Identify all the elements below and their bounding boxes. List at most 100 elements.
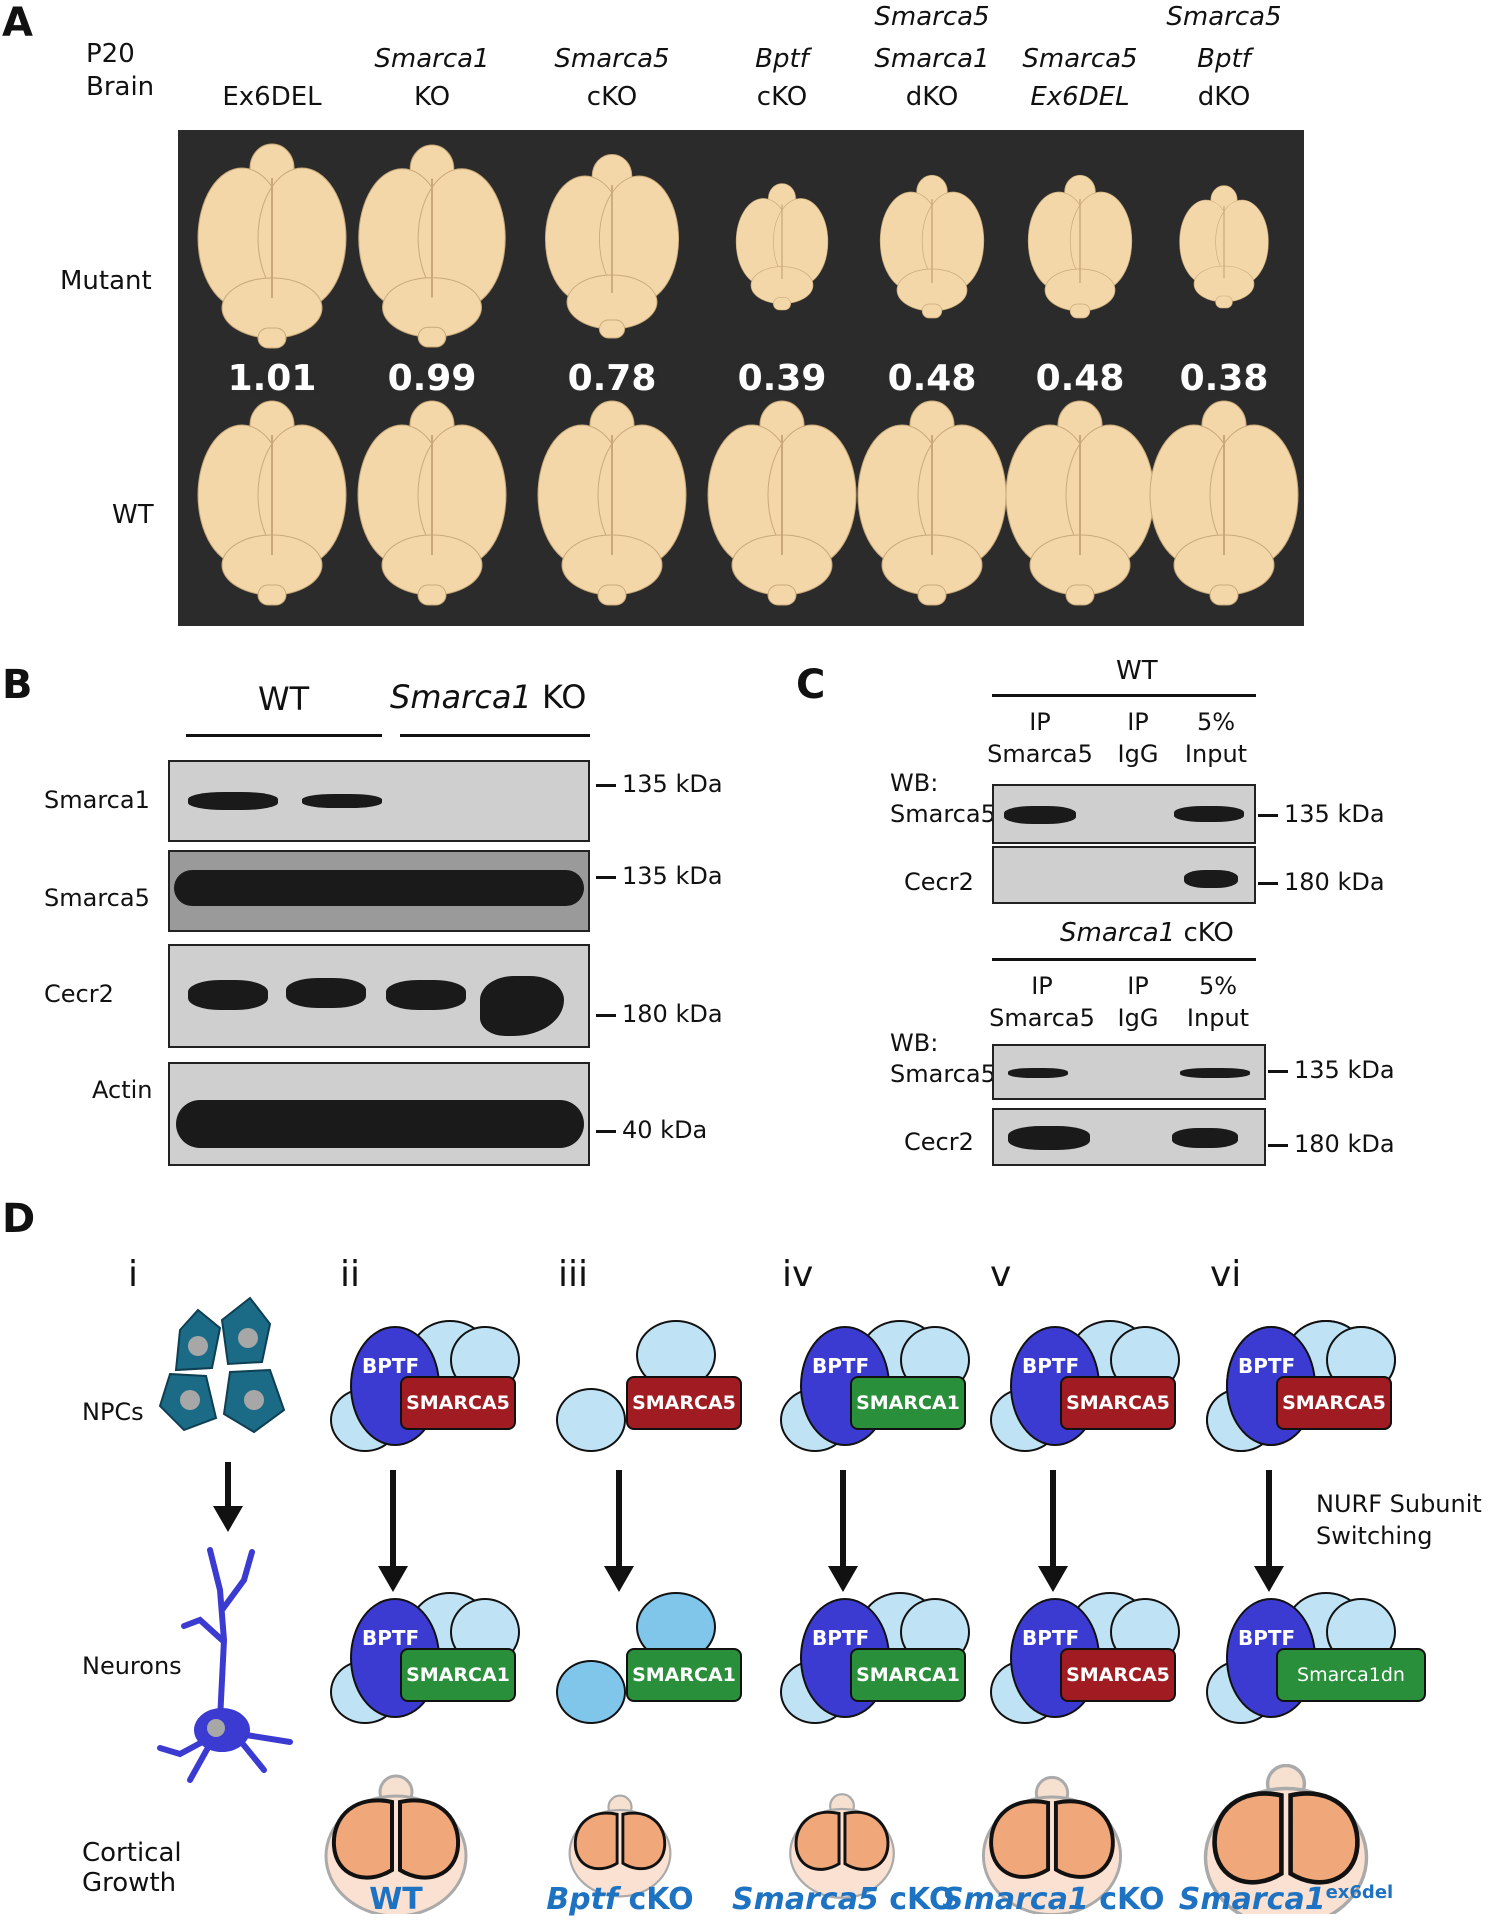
blot-kda-marker: 40 kDa xyxy=(596,1116,707,1144)
wt-brain-7 xyxy=(1149,400,1299,606)
band xyxy=(386,980,466,1010)
column-header-line: cKO xyxy=(586,82,638,112)
smarca1-subunit: SMARCA1 xyxy=(850,1648,966,1702)
column-header-line: Ex6DEL xyxy=(1030,82,1130,112)
npcs-label: NPCs xyxy=(82,1398,144,1426)
ratio-value: 0.48 xyxy=(1035,358,1125,399)
panel-label-d: D xyxy=(2,1196,36,1242)
group-label-wt: WT xyxy=(258,680,310,718)
band xyxy=(176,1100,584,1148)
column-numeral-1: i xyxy=(128,1254,139,1295)
genotype-caption-3: Smarca5 cKO xyxy=(732,1882,955,1917)
subunit-circle xyxy=(556,1660,626,1724)
row-label-mutant: Mutant xyxy=(60,266,152,296)
differentiation-arrow xyxy=(1254,1470,1284,1592)
differentiation-arrow xyxy=(1038,1470,1068,1592)
mutant-brain-2 xyxy=(358,144,506,348)
cortex-icon xyxy=(324,1774,468,1914)
column-header-line: Bptf xyxy=(755,44,809,74)
c-top-group-label: WT xyxy=(1116,656,1158,686)
wt-brain-2 xyxy=(357,400,507,606)
wt-bracket xyxy=(186,734,382,737)
smarca1-subunit: SMARCA1 xyxy=(626,1648,742,1702)
smarca5-subunit: SMARCA5 xyxy=(1060,1648,1176,1702)
c-top-wb-label: WB: Smarca5 xyxy=(890,769,996,829)
column-numeral-2: ii xyxy=(340,1254,361,1295)
panel-a-corner-label: P20 Brain xyxy=(86,39,155,102)
c-bottom-cecr2-label: Cecr2 xyxy=(904,1128,974,1156)
band xyxy=(188,980,268,1010)
cortex-icon xyxy=(568,1794,672,1898)
column-header-line: Smarca5 xyxy=(1022,44,1138,74)
genotype-caption-2: Bptf cKO xyxy=(546,1882,694,1917)
smarca1dn-subunit: Smarca1dn xyxy=(1276,1648,1426,1702)
band xyxy=(480,976,564,1036)
mutant-brain-1 xyxy=(197,143,347,349)
blot-cecr2 xyxy=(168,944,590,1048)
cortical-growth-label: Cortical Growth xyxy=(82,1838,182,1898)
column-header-line: Bptf xyxy=(1197,44,1251,74)
band xyxy=(1004,806,1076,824)
wt-brain-5 xyxy=(857,400,1007,606)
column-header-line: Smarca5 xyxy=(554,44,670,74)
nurf-switching-label: NURF Subunit Switching xyxy=(1316,1490,1482,1551)
blot-row-label: Cecr2 xyxy=(44,980,114,1008)
panel-label-b: B xyxy=(2,662,33,708)
column-header-line: Smarca1 xyxy=(374,44,490,74)
smarca5-subunit: SMARCA5 xyxy=(1060,1376,1176,1430)
differentiation-arrow xyxy=(378,1470,408,1592)
column-numeral-4: iv xyxy=(782,1254,814,1295)
brain-photo-svg xyxy=(197,143,1299,606)
band xyxy=(302,794,382,808)
blot-kda-marker: 135 kDa xyxy=(596,862,723,890)
blot-c-top-cecr2 xyxy=(992,846,1256,904)
c-bottom-bracket xyxy=(992,958,1256,961)
mutant-brain-6 xyxy=(1027,174,1133,319)
genotype-caption-1: WT xyxy=(369,1882,423,1917)
band xyxy=(1180,1068,1250,1078)
neuron-icon xyxy=(157,1547,293,1783)
column-numeral-3: iii xyxy=(558,1254,589,1295)
ratio-value: 0.48 xyxy=(887,358,977,399)
wt-brain-4 xyxy=(707,400,857,606)
column-header-line: Smarca1 xyxy=(874,44,990,74)
blot-actin xyxy=(168,1062,590,1166)
ko-bracket xyxy=(400,734,590,737)
column-header-line: Smarca5 xyxy=(874,2,990,32)
differentiation-arrow xyxy=(828,1470,858,1592)
band xyxy=(1008,1068,1068,1078)
ratio-value: 0.99 xyxy=(387,358,477,399)
column-header-line: Smarca5 xyxy=(1166,2,1282,32)
smarca5-subunit: SMARCA5 xyxy=(400,1376,516,1430)
subunit-circle xyxy=(556,1388,626,1452)
blot-smarca1 xyxy=(168,760,590,842)
panel-label-c: C xyxy=(796,662,826,708)
panel-label-a: A xyxy=(2,0,33,46)
cortex-icon xyxy=(1203,1764,1369,1914)
brain-photo xyxy=(178,130,1304,626)
npcs-cells-icon xyxy=(158,1296,286,1434)
bptf-subunit: BPTF xyxy=(1226,1598,1316,1718)
column-header-line: dKO xyxy=(1197,82,1251,112)
blot-smarca5 xyxy=(168,850,590,932)
c-bottom-group-label: Smarca1 cKO xyxy=(1060,918,1234,948)
c-top-bracket xyxy=(992,694,1256,697)
cortex-icon xyxy=(981,1775,1123,1914)
cortex-icon xyxy=(789,1793,895,1899)
c-column-label: 5%Input xyxy=(1186,972,1250,1033)
blot-c-bottom-smarca5 xyxy=(992,1044,1266,1100)
band xyxy=(286,978,366,1008)
row-label-wt: WT xyxy=(112,500,154,530)
genotype-caption-5: Smarca1ex6del xyxy=(1178,1882,1394,1917)
column-header-line: cKO xyxy=(756,82,808,112)
blot-kda-marker: 180 kDa xyxy=(596,1000,723,1028)
